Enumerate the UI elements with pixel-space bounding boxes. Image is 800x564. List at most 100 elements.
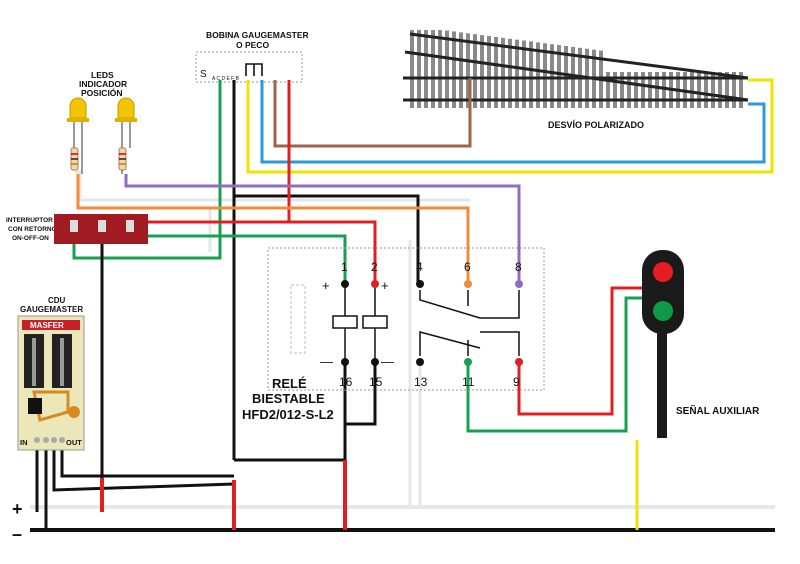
turnout-track [403,30,749,109]
cdu-brand: MASFER [30,321,64,330]
wire-brown [273,78,472,148]
relay-pin-bottom-9: 9 [513,375,520,389]
sleeper [459,32,463,109]
sleeper [690,72,694,108]
desvio-label: DESVÍO POLARIZADO [548,120,644,130]
sleeper [620,72,624,108]
bobina-pins-small: A C D E F B [212,76,240,82]
relay-label-3: HFD2/012-S-L2 [242,407,334,422]
wire-orange [76,174,470,284]
wire-black-cdu-2 [52,440,235,492]
signal-green-lamp [653,301,673,321]
wire-blue [260,80,766,164]
sleeper [606,72,610,108]
sleeper [452,31,456,108]
relay-pin-bottom-13: 13 [414,375,428,389]
sleeper [501,37,505,108]
sleeper [655,72,659,108]
sleeper [732,72,736,108]
sleeper [634,72,638,108]
relay-pin-bottom-16: 16 [339,375,353,389]
bobina-pin-s: S [200,69,207,80]
sleeper [508,38,512,108]
wire-purple [124,174,521,284]
cdu-board-icon [17,315,85,451]
bobina-box [195,51,303,83]
leds-label-3: POSICIÓN [81,87,123,98]
relay-pin-top-8: 8 [515,260,522,274]
wire-red-relay2 [289,220,377,284]
sleeper [648,72,652,108]
sleeper [466,33,470,108]
relay-terminal-bottom-15 [371,358,379,366]
relay-label-1: RELÉ [272,376,307,391]
relay-plus-right: + [381,278,389,293]
switch-label-2: CON RETORNO [8,226,57,233]
sleeper [613,72,617,108]
cdu-label-2: GAUGEMASTER [20,305,83,314]
sleeper [424,30,428,108]
toggle-switch-icon [54,214,148,244]
bobina-coil-icon [245,63,263,76]
relay-coil-hatch [290,284,306,354]
sleeper [662,72,666,108]
leds-label-2: INDICADOR [79,79,127,89]
wire-black-cdu [60,440,234,478]
sleeper [536,42,540,108]
relay-terminal-top-8 [515,280,523,288]
relay-pin-bottom-11: 11 [462,375,475,389]
sleeper [627,72,631,108]
relay-contacts [419,290,520,356]
led-left-icon [67,97,89,174]
relay-terminal-bottom-9 [515,358,523,366]
switch-label-1: INTERRUPTOR [6,217,53,224]
relay-terminal-top-1 [341,280,349,288]
sleeper [473,34,477,108]
sleeper [515,39,519,108]
relay-outline [267,247,545,391]
bobina-label-1: BOBINA GAUGEMASTER [206,30,309,40]
sleeper [711,72,715,108]
relay-coil-2 [362,315,388,329]
relay-terminal-bottom-16 [341,358,349,366]
sleeper [718,72,722,108]
relay-minus-left: — [320,354,333,369]
relay-terminal-top-4 [416,280,424,288]
sleeper [487,36,491,109]
relay-terminal-top-2 [371,280,379,288]
wire-red-signal [517,286,646,416]
cdu-label-1: CDU [48,296,66,305]
relay-coil-1 [332,315,358,329]
relay-minus-right: — [381,354,394,369]
cdu-out-label: OUT [66,438,82,447]
sleeper [704,72,708,108]
sleeper [494,36,498,108]
sleeper [431,30,435,108]
plus-label: + [12,499,23,519]
sleeper [522,40,526,109]
wire-yellow-frog [246,78,774,174]
sleeper [543,43,547,108]
sleeper [410,30,414,108]
sleeper [550,44,554,108]
grey-wire-3 [75,170,470,202]
relay-pin-top-2: 2 [371,260,378,274]
signal-icon [642,250,684,438]
sleeper [697,72,701,108]
leds-label-1: LEDS [91,70,114,80]
relay-terminal-top-6 [464,280,472,288]
sleeper [438,30,442,108]
relay-pin-bottom-15: 15 [369,375,383,389]
sleeper [641,72,645,108]
wire-black-relay15 [345,362,377,426]
relay-pin-top-6: 6 [464,260,471,274]
sleeper [529,41,533,108]
sleeper [417,30,421,108]
relay-terminal-bottom-13 [416,358,424,366]
sleeper [480,35,484,108]
wire-green-signal [466,296,646,433]
sleeper [445,30,449,108]
switch-label-3: ON-OFF-ON [12,235,49,242]
